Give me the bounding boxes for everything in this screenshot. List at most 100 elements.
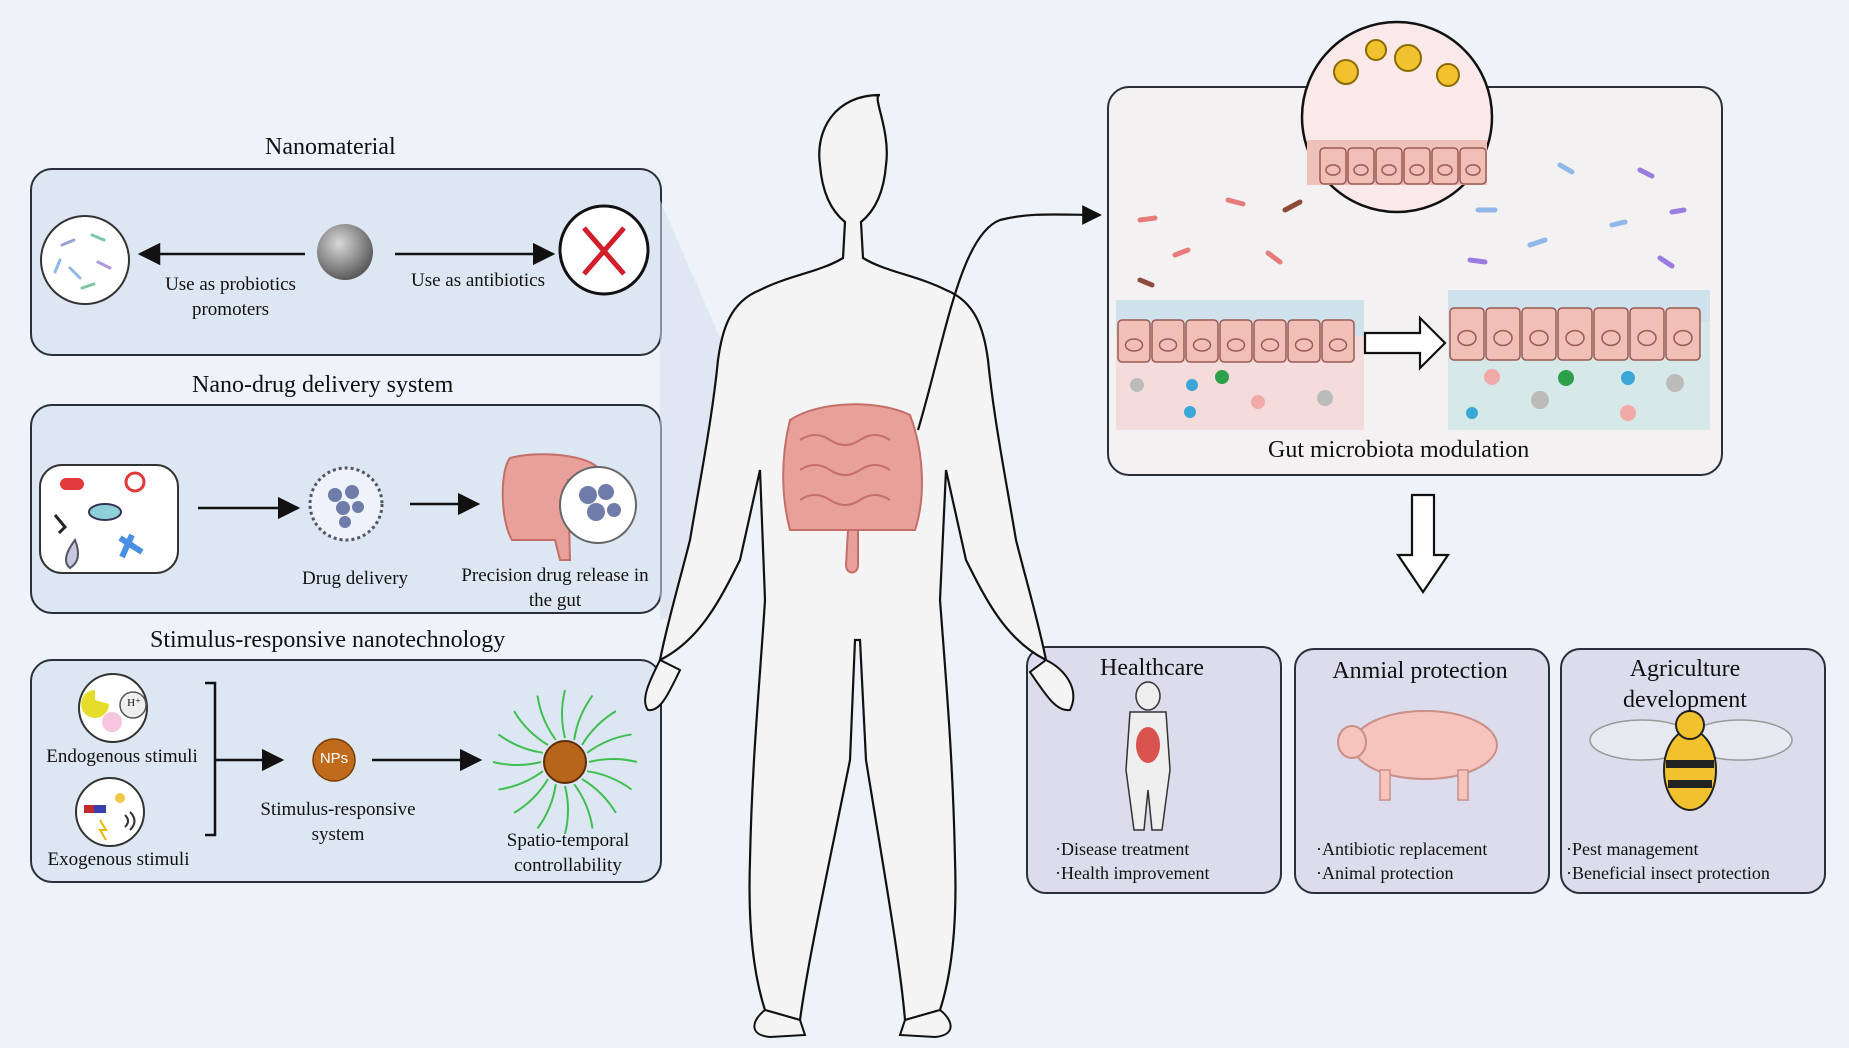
bee-icon [1589, 710, 1793, 811]
epithelial-cell [1219, 319, 1253, 363]
np-spike [587, 770, 633, 791]
controllability-label: Spatio-temporal controllability [506, 830, 630, 877]
cell-nucleus [1673, 329, 1693, 347]
cell-nucleus [1465, 164, 1481, 176]
np-spike [581, 778, 617, 814]
cell-nucleus [1325, 164, 1341, 176]
endogenous-label: Endogenous stimuli [46, 746, 198, 767]
cell-nucleus [1437, 164, 1453, 176]
cell-nucleus [1124, 338, 1144, 352]
np-spike [498, 770, 544, 791]
epithelial-cell [1151, 319, 1185, 363]
animal-title: Anmial protection [1332, 658, 1508, 684]
drug-delivery-label: Drug delivery [301, 568, 409, 589]
np-spike [497, 733, 543, 754]
nps-particle-icon [312, 738, 356, 782]
cell-nucleus [1457, 329, 1477, 347]
np-spike [513, 778, 549, 814]
nanoparticle-sphere [317, 224, 373, 280]
np-spike [492, 761, 542, 766]
release-label: Precision drug release in the gut [461, 565, 649, 612]
delivery-title: Nano-drug delivery system [192, 372, 454, 398]
cell-nucleus [1260, 338, 1280, 352]
cell-nucleus [1409, 164, 1425, 176]
epithelial-cell [1521, 307, 1557, 361]
cell-nucleus [1381, 164, 1397, 176]
np-spike [536, 784, 557, 830]
animal-bullet-2: ·Animal protection [1316, 863, 1454, 883]
stimulus-title: Stimulus-responsive nanotechnology [150, 627, 506, 653]
healthcare-title: Healthcare [1100, 655, 1204, 681]
epithelial-cell [1403, 147, 1431, 185]
cell-nucleus [1294, 338, 1314, 352]
immune-cells [1130, 369, 1684, 421]
cell-nucleus [1493, 329, 1513, 347]
epithelial-cell [1319, 147, 1347, 185]
epithelial-cell [1485, 307, 1521, 361]
epithelial-cell [1117, 319, 1151, 363]
exogenous-label: Exogenous stimuli [47, 849, 190, 870]
human-anatomy-icon [1125, 681, 1171, 831]
epithelial-cell [1665, 307, 1701, 361]
np-spike [581, 710, 617, 746]
epithelial-cell [1185, 319, 1219, 363]
agriculture-title: Agriculture development [1623, 656, 1747, 714]
h-plus-label: H⁺ [127, 697, 141, 709]
np-spike [536, 695, 557, 741]
np-spike [573, 783, 594, 829]
cell-nucleus [1529, 329, 1549, 347]
epithelial-cell [1375, 147, 1403, 185]
cell-nucleus [1328, 338, 1348, 352]
cell-nucleus [1637, 329, 1657, 347]
human-body-silhouette [644, 93, 1075, 1039]
hollow-arrow-right [1363, 315, 1447, 371]
np-spike [564, 785, 569, 835]
bacteria-scatter [1137, 162, 1687, 288]
epithelial-cell [1347, 147, 1375, 185]
exogenous-stimuli-icon [75, 777, 145, 847]
epithelial-cell [1593, 307, 1629, 361]
epithelial-cell [1557, 307, 1593, 361]
probiotics-label: Use as probiotics promoters [165, 274, 296, 321]
epithelial-cell [1431, 147, 1459, 185]
nanomaterial-title: Nanomaterial [265, 134, 396, 160]
np-spike [513, 710, 549, 746]
drug-icons [53, 471, 146, 570]
cell-nucleus [1158, 338, 1178, 352]
animal-bullet-1: ·Antibiotic replacement [1316, 839, 1488, 859]
stimulus-system-label: Stimulus-responsive system [260, 799, 416, 846]
healthcare-bullet-1: ·Disease treatment [1055, 839, 1190, 859]
cell-nucleus [1192, 338, 1212, 352]
epithelial-cell [1449, 307, 1485, 361]
np-spike [586, 733, 632, 754]
np-spike [561, 689, 566, 739]
gut-release-icon [501, 453, 602, 561]
nps-label: NPs [319, 750, 349, 767]
body-to-microbiota-arrow [916, 205, 1102, 431]
endogenous-stimuli-icon [78, 673, 148, 743]
probiotics-petri-icon [40, 215, 130, 305]
antibiotics-label: Use as antibiotics [410, 270, 546, 291]
hollow-arrow-down [1395, 493, 1451, 594]
agriculture-bullet-2: ·Beneficial insect protection [1566, 863, 1770, 883]
np-spike [588, 758, 638, 763]
epithelial-cell [1287, 319, 1321, 363]
stimuli-bracket [205, 681, 282, 837]
cell-nucleus [1226, 338, 1246, 352]
epithelial-cell [1629, 307, 1665, 361]
connector-band [660, 200, 760, 620]
pig-icon [1337, 710, 1498, 801]
cell-nucleus [1353, 164, 1369, 176]
agriculture-bullet-1: ·Pest management [1566, 839, 1699, 859]
spatio-temporal-np-icon [492, 689, 638, 835]
cell-nucleus [1601, 329, 1621, 347]
epithelial-cell [1253, 319, 1287, 363]
intestine-illustration [782, 403, 923, 574]
epithelial-cell [1459, 147, 1487, 185]
cell-nucleus [1565, 329, 1585, 347]
epithelial-cell [1321, 319, 1355, 363]
microbiota-title: Gut microbiota modulation [1268, 437, 1530, 463]
np-spike [573, 694, 594, 740]
healthcare-bullet-2: ·Health improvement [1055, 863, 1210, 883]
